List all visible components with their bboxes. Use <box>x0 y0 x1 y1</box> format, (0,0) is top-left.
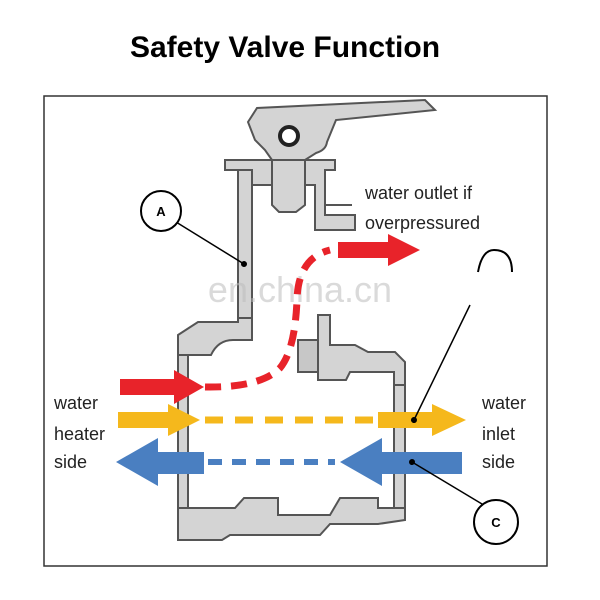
heater-label-line3: side <box>54 452 87 472</box>
callout-a-label: A <box>156 204 166 219</box>
outlet-label-line2: overpressured <box>365 213 480 233</box>
heater-label-line2: heater <box>54 424 105 444</box>
callout-c-label: C <box>491 515 501 530</box>
callout-b-pointer <box>411 248 513 423</box>
callout-a: A <box>140 190 247 267</box>
lever-pivot <box>278 125 300 147</box>
inlet-label-line1: water <box>481 393 526 413</box>
right-pipe-wall <box>393 384 406 511</box>
valve-main-body <box>177 317 253 356</box>
callout-c: C <box>409 459 519 545</box>
valve-stem <box>271 159 306 213</box>
valve-bottom <box>177 497 406 541</box>
inlet-label-line3: side <box>482 452 515 472</box>
page-title: Safety Valve Function <box>130 31 440 64</box>
valve-body <box>177 98 438 541</box>
heater-label-line1: water <box>53 393 98 413</box>
right-upper-body <box>317 314 406 386</box>
inlet-label-line2: inlet <box>482 424 515 444</box>
red-flow-arrow <box>120 234 420 404</box>
valve-seat <box>297 339 319 373</box>
outlet-label-line1: water outlet if <box>364 183 473 203</box>
yellow-flow-arrow <box>118 404 466 436</box>
